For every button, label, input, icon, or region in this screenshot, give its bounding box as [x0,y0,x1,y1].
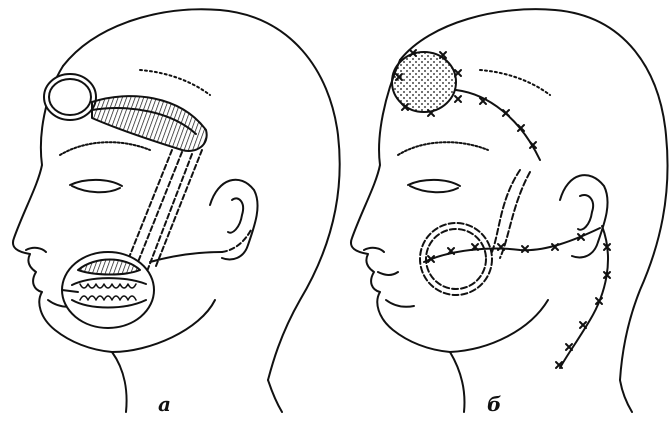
eye-lash [72,186,120,192]
eyebrow [398,142,488,155]
eye [70,180,122,186]
panel-label-b: б [487,392,501,416]
nostril [26,248,46,252]
ear-inner [228,198,243,232]
tube-stump [44,74,96,120]
panel-label-a: а [158,392,171,416]
suture-line-neck [560,226,608,368]
ear [560,175,608,257]
jaw-line [450,300,548,352]
suture-line-forehead [456,90,540,160]
eyebrow [60,142,150,155]
lips [378,272,398,275]
dotted-donor-site [392,52,456,112]
dashed-graft-path [124,150,172,270]
panel-a-head-before [13,9,340,412]
neck-front [450,352,464,412]
eye-lash [410,186,458,192]
eye [408,180,460,186]
neck-back [268,380,282,412]
nostril [364,248,384,252]
neck-back [620,380,632,412]
panel-b-head-after [351,9,668,412]
chin-crease [386,300,414,307]
neck-front [112,352,127,412]
ear-inner [578,195,593,230]
